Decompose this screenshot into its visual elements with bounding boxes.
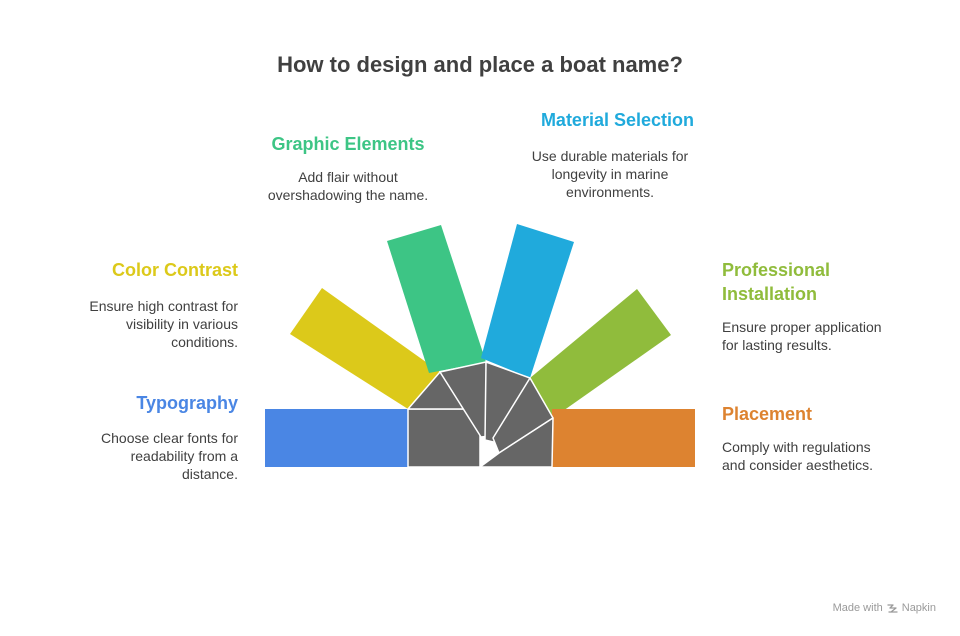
page-title: How to design and place a boat name?: [277, 52, 683, 77]
placement-description: Comply with regulations and consider aes…: [722, 439, 873, 473]
blade-professional-installation: [530, 289, 671, 418]
placement-heading: Placement: [722, 404, 813, 424]
material-selection-heading: Material Selection: [540, 110, 694, 130]
material-selection-description: Use durable materials for longevity in m…: [531, 148, 689, 200]
made-with-text: Made with: [832, 602, 883, 614]
blade-placement: [552, 409, 695, 467]
graphic-elements-description: Add flair without overshadowing the name…: [267, 169, 429, 203]
typography-heading: Typography: [136, 393, 238, 413]
napkin-brand: Napkin: [901, 602, 936, 614]
color-contrast-heading: Color Contrast: [112, 260, 238, 280]
professional-installation-heading: Professional Installation: [722, 260, 831, 304]
hub-segment-placement: [479, 417, 554, 468]
blade-material-selection: [481, 224, 574, 378]
made-with-napkin-badge: Made with Napkin: [833, 602, 936, 614]
graphic-elements-heading: Graphic Elements: [271, 134, 425, 154]
professional-installation-description: Ensure proper application for lasting re…: [722, 319, 882, 353]
blade-color-contrast: [290, 288, 440, 409]
color-contrast-description: Ensure high contrast for visibility in v…: [89, 298, 238, 350]
blade-graphic-elements: [387, 225, 486, 373]
typography-description: Choose clear fonts for readability from …: [101, 430, 238, 482]
blade-typography: [265, 409, 408, 467]
napkin-logo-icon: [887, 603, 898, 613]
